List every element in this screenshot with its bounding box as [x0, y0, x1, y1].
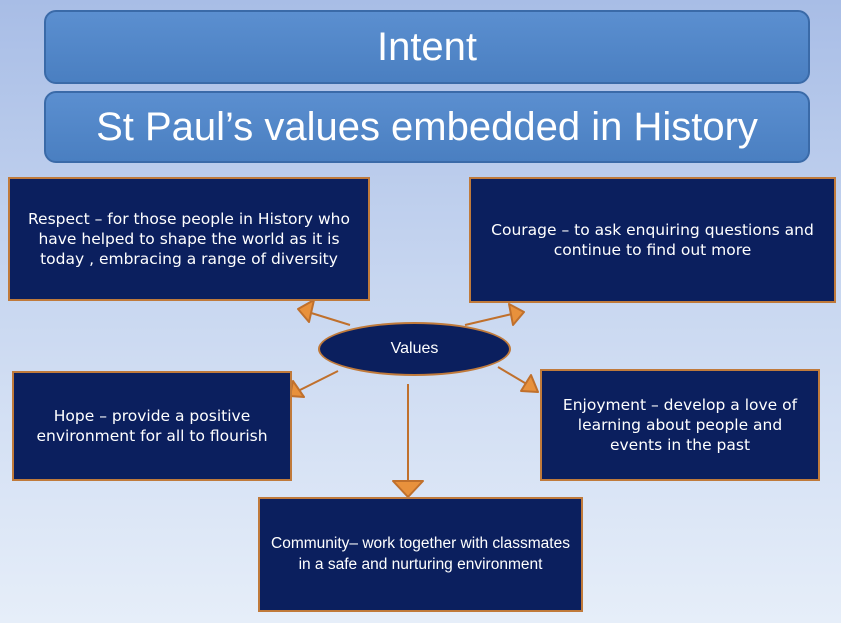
respect-box: Respect – for those people in History wh… [8, 177, 370, 301]
values-center-label: Values [390, 340, 439, 357]
courage-text: Courage – to ask enquiring questions and… [491, 220, 814, 259]
arrow-line-courage [464, 313, 513, 326]
arrowhead-community [392, 480, 424, 498]
arrow-line-respect [307, 311, 351, 326]
arrowhead-respect [297, 299, 315, 323]
arrowhead-courage [508, 303, 525, 326]
enjoyment-text: Enjoyment – develop a love of learning a… [562, 395, 798, 455]
arrow-line-hope [295, 370, 339, 393]
respect-text: Respect – for those people in History wh… [27, 209, 350, 269]
subtitle-banner: St Paul’s values embedded in History [44, 91, 810, 163]
community-box: Community– work together with classmates… [258, 497, 583, 612]
enjoyment-box: Enjoyment – develop a love of learning a… [540, 369, 820, 481]
hope-text: Hope – provide a positive environment fo… [36, 406, 268, 445]
hope-box: Hope – provide a positive environment fo… [12, 371, 292, 481]
courage-box: Courage – to ask enquiring questions and… [469, 177, 836, 303]
arrow-line-enjoyment [497, 366, 531, 387]
arrowhead-enjoyment [520, 374, 539, 393]
page-subtitle: St Paul’s values embedded in History [96, 104, 758, 149]
community-text: Community– work together with classmates… [271, 535, 570, 573]
title-banner: Intent [44, 10, 810, 84]
values-center-node: Values [318, 322, 511, 376]
page-title: Intent [376, 24, 478, 69]
